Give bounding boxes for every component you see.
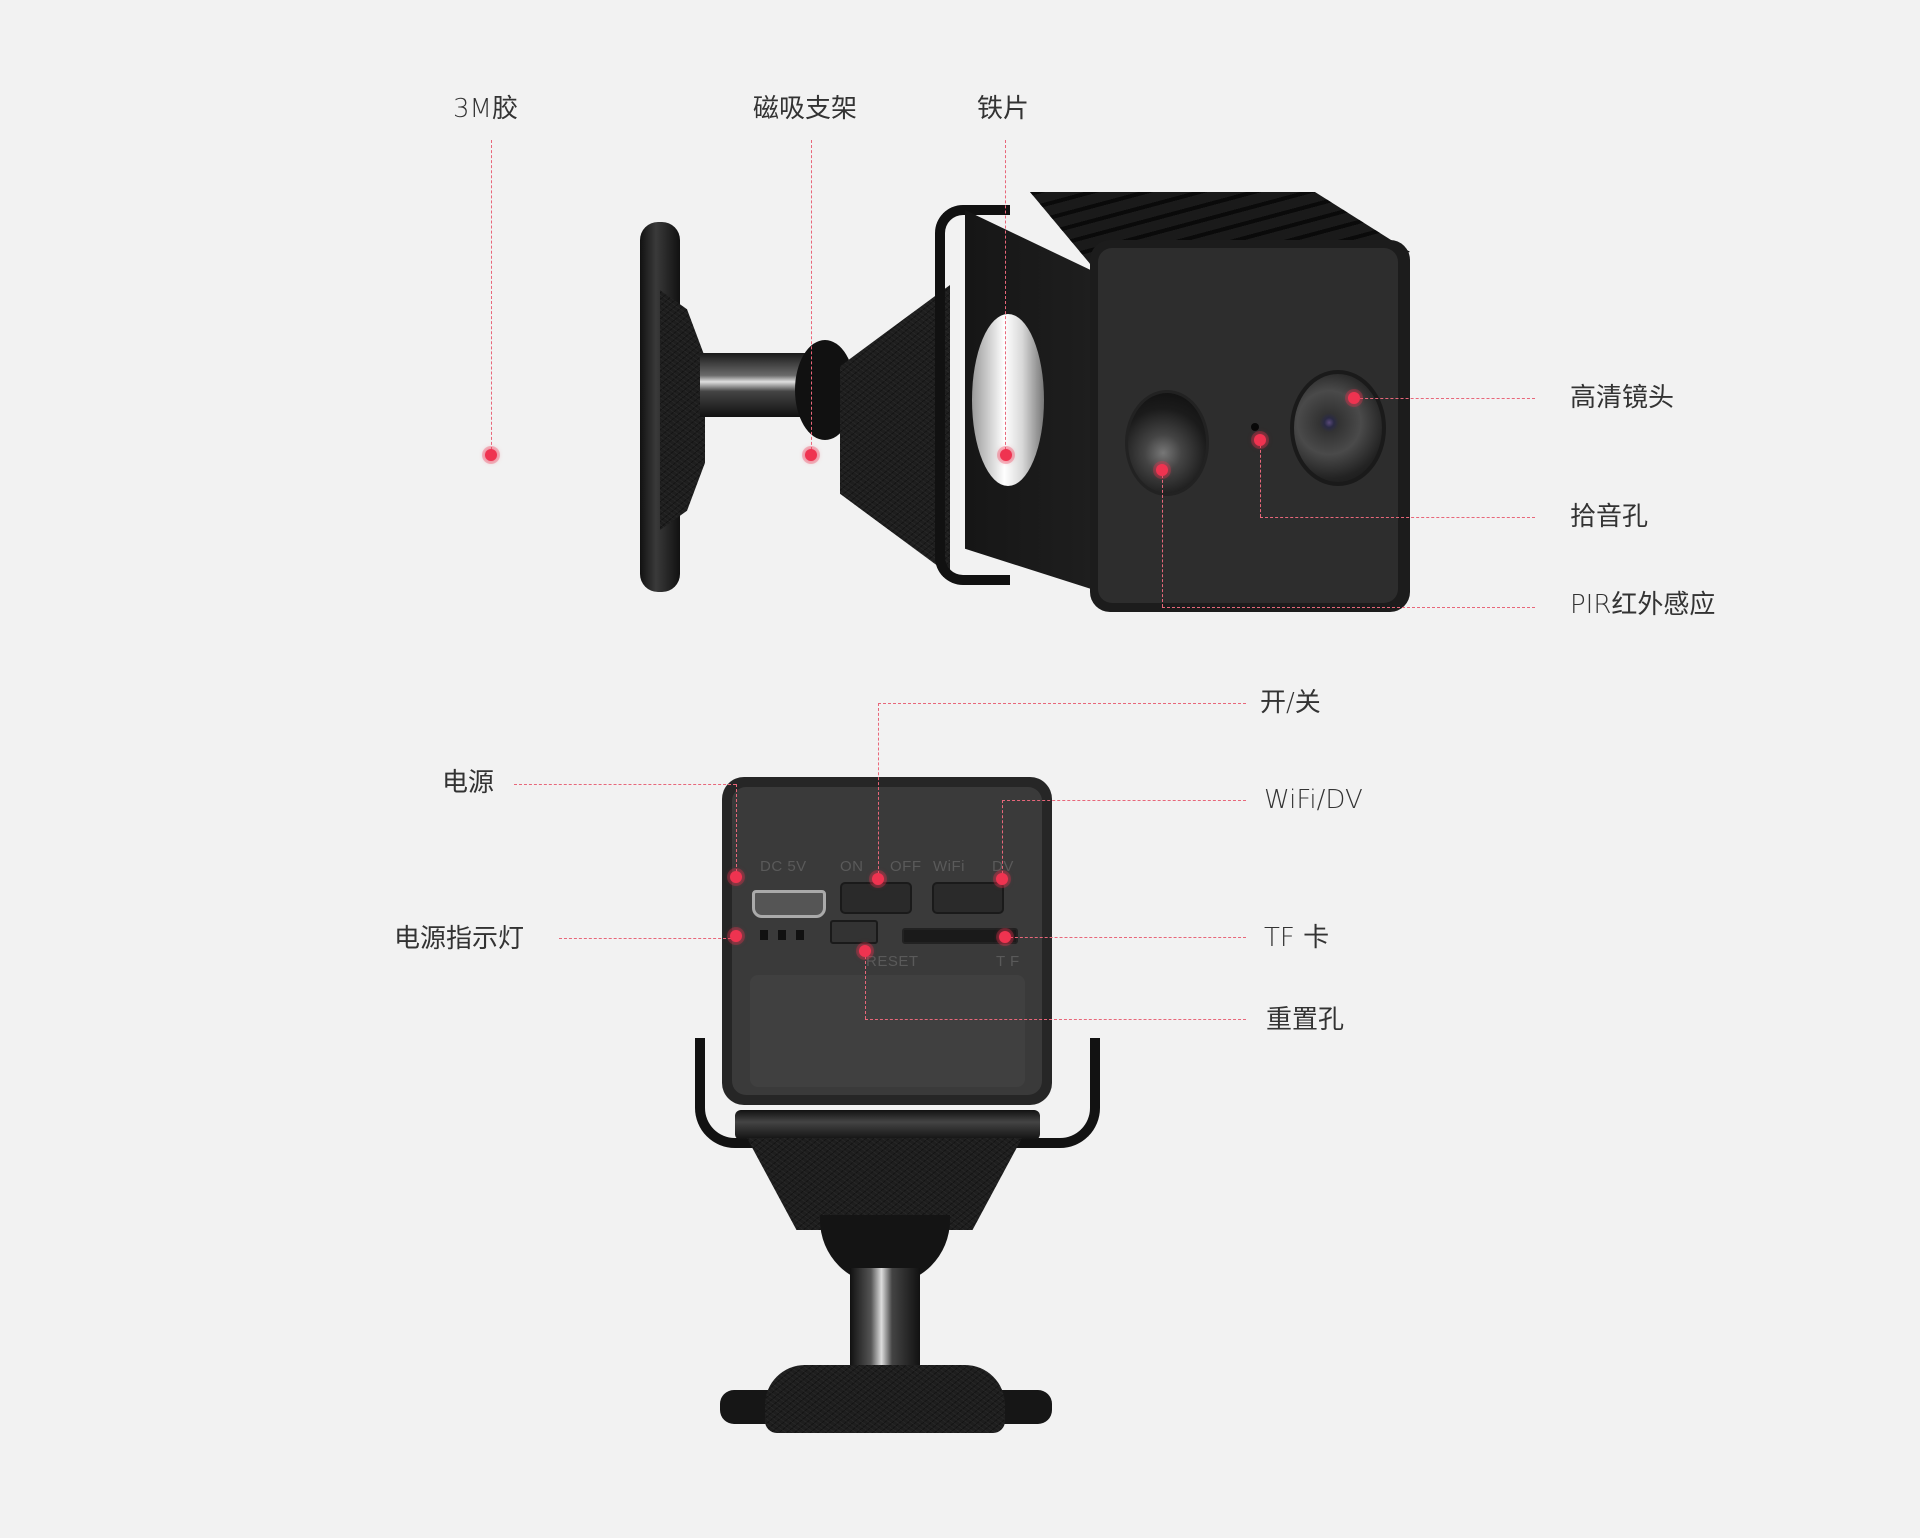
marker-on-off — [872, 873, 884, 885]
leader-reset-hole — [865, 1019, 1246, 1020]
leader-pir — [1162, 607, 1535, 608]
leader-power-indicator — [559, 938, 736, 939]
label-reset-hole: 重置孔 — [1266, 1005, 1345, 1035]
marker-power — [730, 871, 742, 883]
label-power-indicator: 电源指示灯 — [394, 924, 525, 954]
label-iron-plate: 铁片 — [977, 94, 1030, 124]
stand-cone — [747, 1138, 1022, 1230]
marker-pir-sensor — [1156, 464, 1168, 476]
label-microphone: 拾音孔 — [1570, 502, 1649, 532]
marker-tf-card — [999, 931, 1011, 943]
panel-text-off: OFF — [890, 858, 922, 875]
label-pir-sensor: PIR红外感应 — [1570, 590, 1716, 620]
label-tf-card: TF 卡 — [1264, 923, 1330, 953]
leader-magnetic-mount — [811, 140, 812, 455]
label-hd-lens: 高清镜头 — [1570, 383, 1675, 413]
leader-iron-plate — [1005, 140, 1006, 455]
panel-text-reset: RESET — [866, 953, 919, 970]
microphone-hole — [1251, 423, 1259, 431]
marker-wifi-dv — [996, 873, 1008, 885]
leader-on-off — [878, 703, 1246, 704]
mode-switch[interactable] — [932, 882, 1004, 914]
stand-pole — [850, 1268, 920, 1373]
leader-pir-v — [1162, 470, 1163, 607]
adhesive-pad — [660, 290, 705, 530]
leader-wifi-dv-v — [1002, 800, 1003, 879]
label-magnetic-mount: 磁吸支架 — [753, 94, 858, 124]
stand-collar — [735, 1110, 1040, 1140]
marker-power-indicator — [730, 930, 742, 942]
panel-text-wifi: WiFi — [933, 858, 965, 875]
magnetic-mount-cone — [840, 285, 950, 575]
marker-magnetic-mount — [805, 449, 817, 461]
leader-tf-card — [1005, 937, 1246, 938]
leader-adhesive — [491, 140, 492, 455]
leader-hd-lens — [1355, 398, 1535, 399]
label-power: 电源 — [442, 768, 495, 798]
panel-text-tf: T F — [996, 953, 1020, 970]
pir-sensor — [1125, 390, 1209, 496]
mount-bracket — [935, 205, 1010, 585]
leader-wifi-dv — [1002, 800, 1246, 801]
power-switch[interactable] — [840, 882, 912, 914]
panel-text-on: ON — [840, 858, 864, 875]
stand-base-dome — [765, 1365, 1005, 1433]
leader-microphone — [1260, 517, 1535, 518]
marker-hd-lens — [1348, 392, 1360, 404]
leader-power — [514, 784, 736, 785]
indicator-leds — [760, 925, 804, 944]
leader-power-v — [736, 784, 737, 877]
mount-pole — [700, 353, 810, 417]
reset-button[interactable] — [830, 920, 878, 944]
leader-reset-v — [865, 951, 866, 1019]
marker-adhesive — [485, 449, 497, 461]
marker-reset-hole — [859, 945, 871, 957]
panel-text-dc: DC 5V — [760, 858, 807, 875]
tf-card-slot[interactable] — [902, 928, 1018, 944]
leader-microphone-v — [1260, 440, 1261, 517]
label-wifi-dv: WiFi/DV — [1264, 785, 1363, 815]
micro-usb-port — [752, 890, 826, 918]
leader-on-off-v — [878, 703, 879, 879]
marker-microphone — [1254, 434, 1266, 446]
label-window — [750, 975, 1025, 1087]
marker-iron-plate — [1000, 449, 1012, 461]
label-adhesive: 3M胶 — [453, 94, 518, 124]
hd-lens — [1290, 370, 1386, 486]
label-on-off: 开/关 — [1260, 688, 1321, 718]
